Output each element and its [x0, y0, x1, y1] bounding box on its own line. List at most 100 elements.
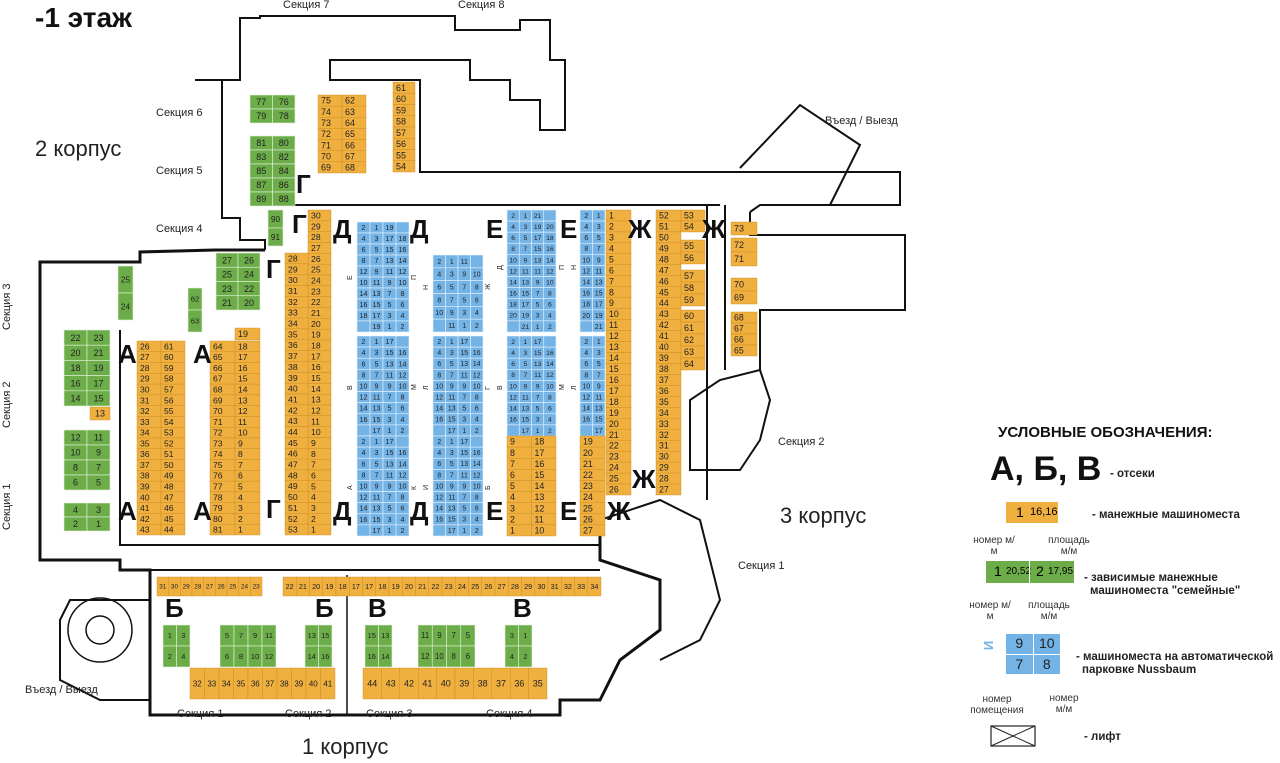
- spot-number: 3: [238, 503, 243, 513]
- legend-nuss-cell: 10: [1033, 634, 1060, 654]
- parking-spot[interactable]: [680, 251, 706, 265]
- parking-spot[interactable]: [432, 524, 446, 537]
- parking-spot[interactable]: [730, 221, 758, 236]
- spot-number: 17: [460, 439, 468, 446]
- parking-spot[interactable]: [470, 335, 484, 348]
- parking-spot[interactable]: [579, 424, 593, 437]
- parking-spot[interactable]: [506, 424, 520, 437]
- parking-spot[interactable]: [284, 523, 309, 536]
- parking-spot[interactable]: [730, 251, 758, 267]
- parking-spot[interactable]: [470, 435, 484, 448]
- spot-number: 5: [450, 461, 454, 468]
- parking-spot[interactable]: [395, 524, 410, 537]
- parking-spot[interactable]: [506, 320, 520, 333]
- parking-spot[interactable]: [543, 209, 557, 222]
- parking-spot[interactable]: [432, 318, 446, 333]
- parking-spot[interactable]: [237, 295, 261, 311]
- parking-spot[interactable]: [160, 524, 186, 536]
- spot-number: 2: [475, 528, 479, 535]
- spot-number: 13: [95, 409, 105, 419]
- parking-spot[interactable]: [261, 645, 277, 668]
- spot-number: 19: [386, 224, 394, 232]
- parking-spot[interactable]: [543, 335, 557, 348]
- spot-number: 6: [475, 297, 479, 304]
- parking-spot[interactable]: [176, 645, 191, 668]
- spot-number: 11: [535, 514, 544, 524]
- parking-spot[interactable]: [543, 320, 557, 333]
- parking-spot[interactable]: [234, 524, 261, 536]
- spot-number: 9: [536, 279, 540, 286]
- parking-spot[interactable]: [86, 390, 111, 407]
- spot-number: 4: [584, 224, 588, 231]
- parking-spot[interactable]: [592, 320, 606, 333]
- spot-number: 7: [462, 284, 466, 291]
- label-k1-section-2: Секция 2: [285, 708, 332, 720]
- parking-spot[interactable]: [470, 254, 484, 269]
- parking-spot[interactable]: [680, 357, 706, 371]
- spot-number: 2: [401, 527, 405, 535]
- spot-number: 12: [582, 395, 590, 402]
- parking-spot[interactable]: [86, 516, 111, 532]
- parking-spot[interactable]: [531, 524, 557, 537]
- parking-spot[interactable]: [579, 524, 606, 537]
- parking-spot[interactable]: [356, 320, 371, 333]
- parking-spot[interactable]: [730, 344, 758, 357]
- parking-spot[interactable]: [395, 320, 410, 333]
- spot-number: 30: [537, 582, 545, 591]
- parking-spot[interactable]: [320, 667, 336, 700]
- parking-spot[interactable]: [117, 292, 134, 321]
- room-letter: В: [497, 385, 504, 390]
- parking-spot[interactable]: [272, 108, 296, 124]
- parking-spot[interactable]: [470, 318, 484, 333]
- spot-number: 37: [265, 679, 274, 688]
- spot-number: 45: [164, 514, 174, 524]
- parking-spot[interactable]: [460, 645, 476, 668]
- spot-number: 58: [684, 283, 694, 293]
- parking-spot[interactable]: [395, 335, 410, 348]
- spot-number: 56: [396, 139, 406, 149]
- parking-spot[interactable]: [587, 576, 602, 597]
- parking-spot[interactable]: [272, 191, 296, 207]
- parking-spot[interactable]: [187, 309, 203, 333]
- parking-spot[interactable]: [267, 227, 284, 247]
- parking-spot[interactable]: [395, 221, 410, 234]
- parking-spot[interactable]: [605, 483, 632, 496]
- parking-spot[interactable]: [470, 524, 484, 537]
- parking-spot[interactable]: [392, 160, 416, 173]
- spot-number: 21: [609, 430, 619, 440]
- spot-number: 9: [375, 483, 379, 491]
- spot-number: 29: [140, 374, 150, 384]
- spot-number: 16: [399, 246, 407, 254]
- parking-spot[interactable]: [528, 667, 548, 700]
- legend-family-num-label: номер м/м: [969, 600, 1011, 622]
- spot-number: 15: [534, 350, 542, 357]
- parking-spot[interactable]: [86, 474, 111, 491]
- parking-spot[interactable]: [395, 435, 410, 448]
- spot-number: 19: [373, 323, 381, 331]
- parking-spot[interactable]: [680, 293, 706, 307]
- parking-spot[interactable]: [680, 220, 706, 233]
- spot-number: 6: [548, 406, 552, 413]
- spot-number: 11: [373, 279, 380, 287]
- parking-spot[interactable]: [89, 406, 111, 421]
- parking-spot[interactable]: [655, 483, 682, 496]
- spot-number: 8: [437, 372, 441, 379]
- parking-spot[interactable]: [378, 645, 393, 668]
- parking-spot[interactable]: [341, 161, 367, 174]
- parking-spot[interactable]: [579, 320, 593, 333]
- parking-spot[interactable]: [432, 424, 446, 437]
- parking-spot[interactable]: [730, 290, 758, 305]
- parking-spot[interactable]: [318, 645, 333, 668]
- spot-number: 51: [659, 222, 669, 232]
- parking-spot[interactable]: [356, 424, 371, 437]
- parking-spot[interactable]: [234, 327, 261, 341]
- spot-number: 66: [213, 363, 223, 373]
- spot-number: 36: [288, 340, 298, 350]
- parking-spot[interactable]: [356, 524, 371, 537]
- parking-spot[interactable]: [250, 576, 263, 597]
- parking-spot[interactable]: [518, 645, 533, 668]
